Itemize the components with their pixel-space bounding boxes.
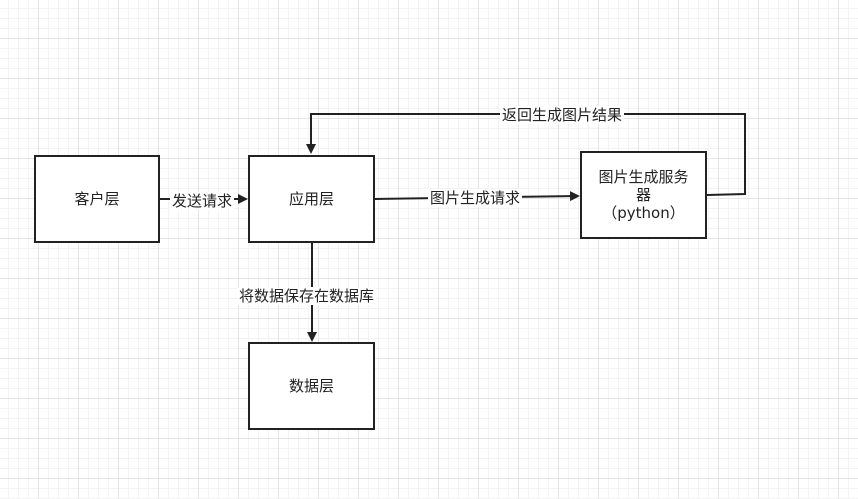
node-server-label-line3: （python）: [602, 204, 685, 222]
edge-label-save-db: 将数据保存在数据库: [237, 287, 377, 305]
node-data: 数据层: [248, 342, 375, 430]
edge-server-to-app: [306, 113, 746, 196]
node-app: 应用层: [248, 155, 375, 243]
node-server-label-line2: 器: [635, 186, 651, 204]
node-data-label: 数据层: [288, 377, 334, 395]
edge-label-return-result: 返回生成图片结果: [500, 106, 625, 124]
node-image-server: 图片生成服务 器 （python）: [580, 151, 707, 239]
node-client: 客户层: [34, 155, 160, 243]
node-client-label: 客户层: [74, 190, 120, 208]
node-server-label-line1: 图片生成服务: [598, 168, 689, 186]
node-app-label: 应用层: [288, 190, 334, 208]
edge-label-send-request: 发送请求: [170, 192, 235, 210]
edge-label-image-request: 图片生成请求: [428, 189, 523, 207]
